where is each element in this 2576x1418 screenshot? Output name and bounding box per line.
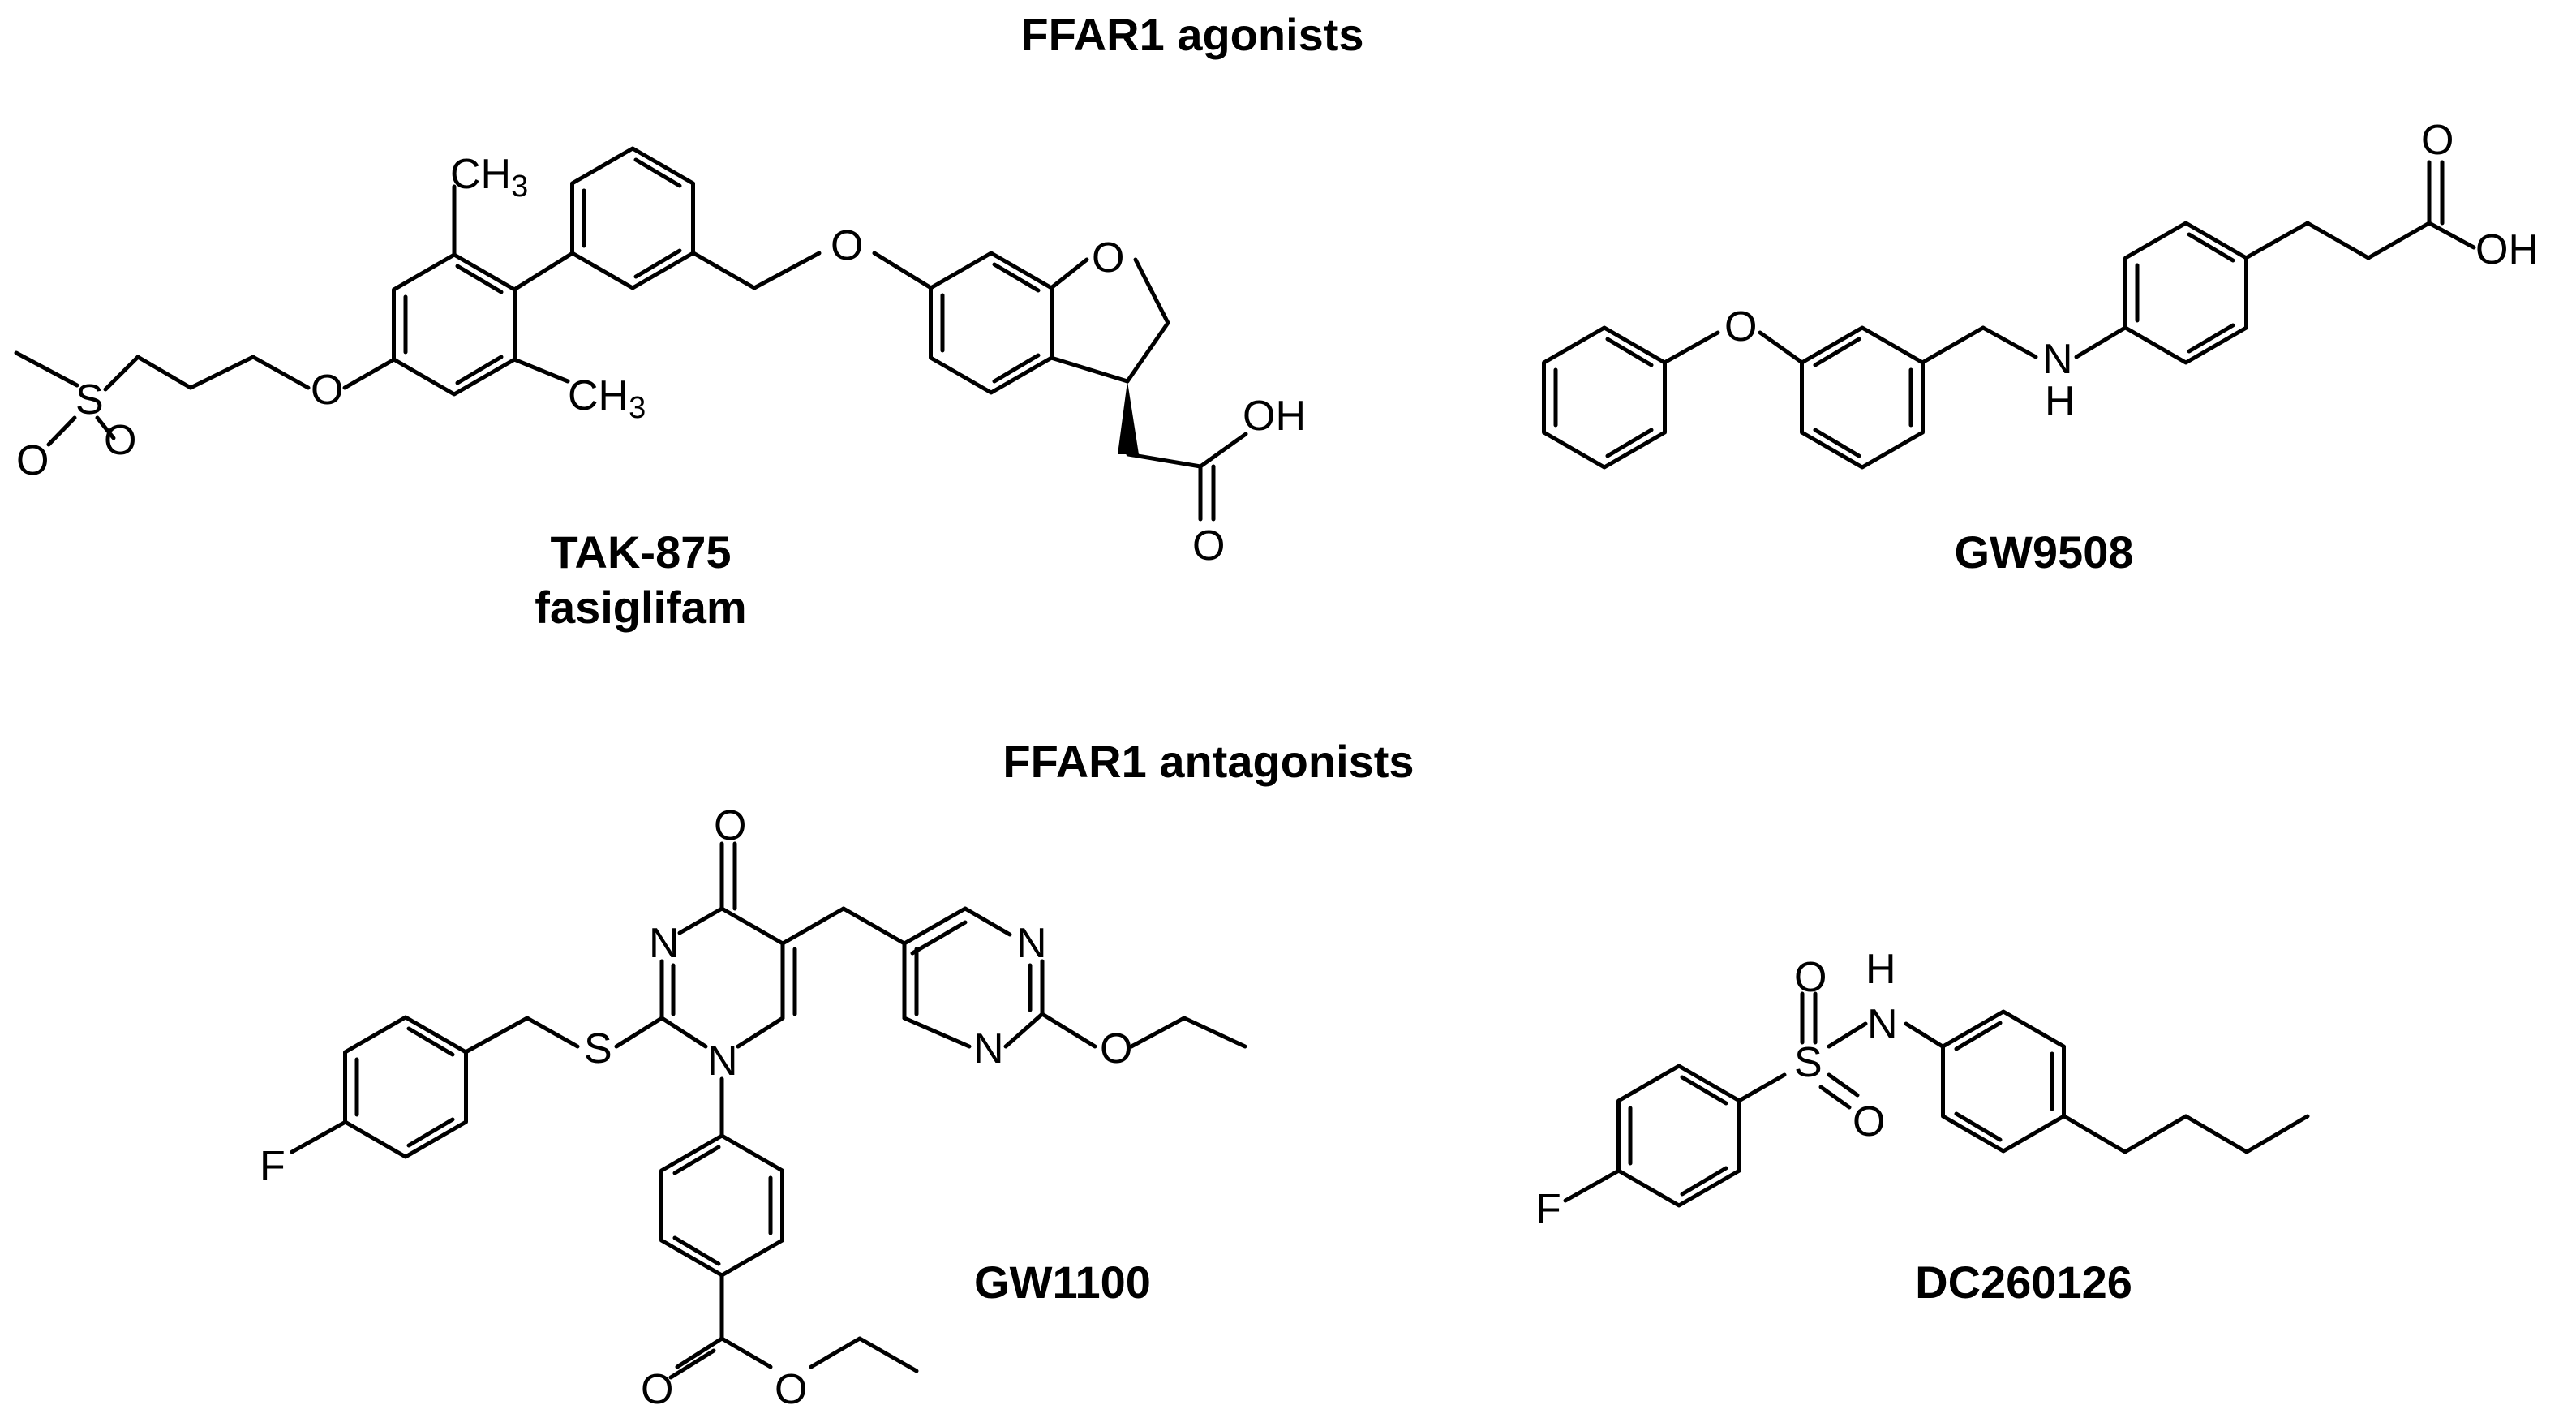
- ring-fluorophenyl-gw1100: [346, 1017, 466, 1157]
- atom-o-ethoxy: O: [1100, 1025, 1132, 1072]
- atom-o-pyrimidinone: O: [714, 802, 746, 849]
- atom-o-ester: O: [775, 1366, 807, 1413]
- atom-h-amine: H: [2045, 378, 2076, 425]
- ring-benzoate: [662, 1136, 783, 1275]
- atom-o-sulfone-1: O: [16, 437, 49, 484]
- atom-o-ether-1: O: [831, 222, 863, 269]
- atom-n-pyrimidinone-3: N: [649, 920, 680, 967]
- compound-name-gw1100: GW1100: [974, 1257, 1151, 1308]
- atom-o-sulfone-2: O: [104, 417, 136, 464]
- compound-name-dc260126: DC260126: [1915, 1257, 2132, 1308]
- antagonists-heading: FFAR1 antagonists: [1002, 736, 1414, 787]
- structure-gw1100: F S N N O N N O O O: [260, 802, 1247, 1413]
- atom-ch3-bottom: CH3: [568, 372, 646, 425]
- atom-ch3-top: CH3: [450, 151, 528, 204]
- ring-meta-phenyl: [1802, 328, 1923, 467]
- atom-n-pyrimidine-3: N: [973, 1025, 1004, 1072]
- agonists-heading: FFAR1 agonists: [1020, 9, 1363, 60]
- atom-n-sulfonamide: N: [1867, 1001, 1898, 1048]
- compound-altname-tak875: fasiglifam: [535, 582, 746, 633]
- ring-benzofuran-benzene: [931, 253, 1052, 393]
- ring-para-phenyl: [2126, 223, 2247, 363]
- atom-f-gw1100: F: [260, 1143, 286, 1190]
- atom-o-carbonyl-tak: O: [1192, 522, 1225, 569]
- atom-f-dc: F: [1535, 1186, 1561, 1233]
- atom-h-sulfonamide: H: [1865, 946, 1896, 993]
- ring-fluorophenyl-dc: [1619, 1066, 1740, 1205]
- atom-n-pyrimidinone-1: N: [707, 1038, 738, 1085]
- compound-name-gw9508: GW9508: [1955, 526, 2134, 578]
- ring-phenyl-upper: [573, 148, 693, 288]
- atom-n-amine: N: [2042, 336, 2073, 383]
- atom-oh-tak: OH: [1243, 393, 1306, 440]
- structure-tak875: CH3 CH3 O O OH O O S O O: [14, 148, 1306, 569]
- ring-dimethylphenyl: [394, 255, 515, 394]
- atom-s-sulfonamide: S: [1794, 1039, 1823, 1086]
- atom-oh-gw9508: OH: [2475, 226, 2539, 273]
- atom-o-ether-2: O: [311, 367, 343, 414]
- structure-gw9508: O N H O OH: [1544, 117, 2539, 467]
- atom-o-carbonyl-gw9508: O: [2421, 117, 2454, 164]
- atom-s-thioether: S: [584, 1025, 612, 1072]
- atom-o-sulfonyl-right: O: [1853, 1098, 1885, 1145]
- structure-dc260126: F S O O N H: [1535, 946, 2310, 1233]
- atom-s-sulfone: S: [75, 376, 104, 423]
- ring-butylphenyl: [1943, 1012, 2064, 1151]
- atom-n-pyrimidine-1: N: [1016, 920, 1047, 967]
- atom-o-sulfonyl-top: O: [1794, 954, 1827, 1001]
- compound-name-tak875: TAK-875: [550, 526, 731, 578]
- atom-o-ester-carbonyl: O: [641, 1366, 673, 1413]
- atom-o-ring: O: [1092, 234, 1124, 281]
- ring-phenoxy-phenyl: [1544, 328, 1665, 467]
- atom-o-diaryl-ether: O: [1724, 303, 1757, 350]
